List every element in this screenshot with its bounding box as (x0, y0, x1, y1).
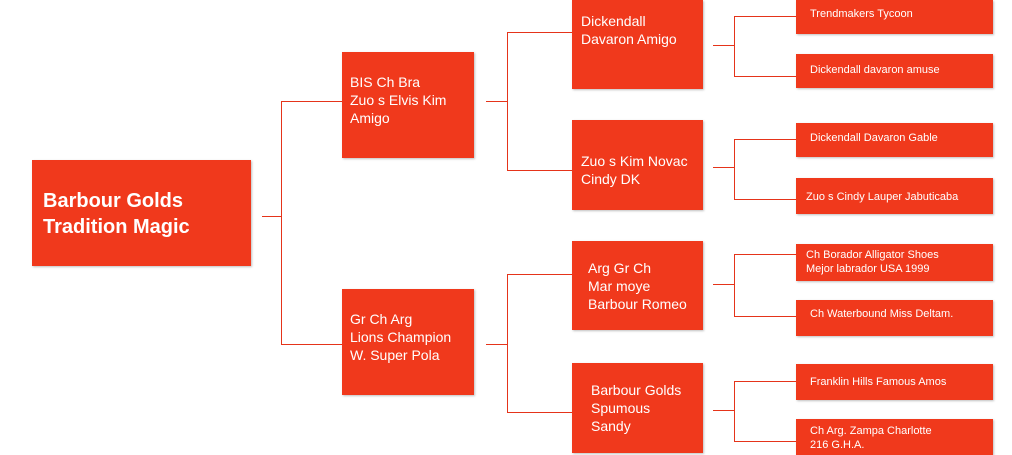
dam-dam-box: Barbour Golds Spumous Sandy (572, 363, 703, 453)
connector-line (262, 216, 281, 217)
connector-line (713, 284, 734, 285)
sire-sire-box: Dickendall Davaron Amigo (572, 0, 703, 89)
connector-line (734, 254, 735, 317)
connector-line (734, 441, 796, 442)
dam-sire-box: Arg Gr Ch Mar moye Barbour Romeo (572, 241, 703, 330)
connector-line (734, 76, 796, 77)
dam-box: Gr Ch Arg Lions Champion W. Super Pola (342, 289, 474, 395)
connector-line (507, 170, 572, 171)
sire-dam-box: Zuo s Kim Novac Cindy DK (572, 120, 703, 210)
connector-line (734, 16, 735, 77)
connector-line (281, 101, 342, 102)
great-grandparent-box: Dickendall Davaron Gable (796, 123, 993, 157)
sire-box: BIS Ch Bra Zuo s Elvis Kim Amigo (342, 52, 474, 158)
connector-line (734, 139, 735, 200)
connector-line (507, 274, 572, 275)
great-grandparent-box: Ch Borador Alligator Shoes Mejor labrado… (796, 244, 993, 281)
connector-line (486, 101, 508, 102)
connector-line (734, 139, 796, 140)
connector-line (486, 344, 508, 345)
connector-line (507, 412, 572, 413)
connector-line (507, 32, 508, 171)
great-grandparent-box: Dickendall davaron amuse (796, 54, 993, 88)
great-grandparent-box: Ch Waterbound Miss Deltam. (796, 300, 993, 336)
great-grandparent-box: Zuo s Cindy Lauper Jabuticaba (796, 178, 993, 214)
connector-line (734, 316, 796, 317)
connector-line (281, 344, 342, 345)
connector-line (713, 45, 734, 46)
connector-line (734, 381, 735, 442)
connector-line (507, 32, 572, 33)
great-grandparent-box: Franklin Hills Famous Amos (796, 364, 993, 400)
subject-dog-box: Barbour Golds Tradition Magic (32, 160, 251, 266)
connector-line (734, 199, 796, 200)
connector-line (281, 101, 282, 345)
connector-line (507, 274, 508, 413)
connector-line (713, 410, 734, 411)
great-grandparent-box: Ch Arg. Zampa Charlotte 216 G.H.A. (796, 419, 993, 455)
great-grandparent-box: Trendmakers Tycoon (796, 0, 993, 34)
connector-line (734, 16, 796, 17)
connector-line (713, 167, 734, 168)
connector-line (734, 254, 796, 255)
connector-line (734, 381, 796, 382)
